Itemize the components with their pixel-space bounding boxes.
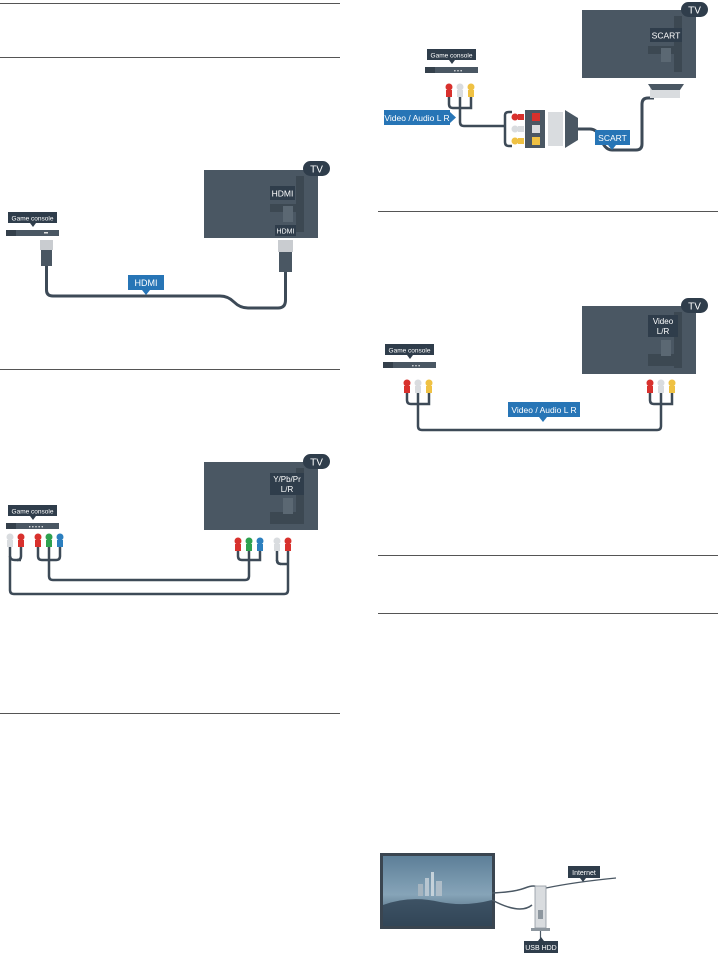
svg-text:• • • • •: • • • • • — [29, 525, 44, 531]
divider-right-3 — [378, 613, 718, 614]
cable-label-left — [384, 110, 450, 125]
divider-right-1 — [378, 211, 718, 212]
svg-text:L/R: L/R — [281, 485, 294, 494]
game-console — [425, 67, 478, 73]
tv-port-label — [648, 315, 678, 337]
svg-text:TV: TV — [310, 458, 323, 469]
internet-label — [568, 866, 600, 878]
svg-text:Video / Audio L R: Video / Audio L R — [384, 113, 449, 123]
svg-text:• • •: • • • — [412, 364, 420, 370]
svg-text:SCART: SCART — [598, 133, 627, 143]
divider-right-2 — [378, 555, 718, 556]
tv-port-label — [650, 28, 682, 42]
tv-badge — [681, 298, 708, 313]
svg-text:HDMI: HDMI — [135, 278, 158, 288]
device-label — [8, 212, 57, 223]
device-label — [427, 49, 476, 60]
plug-label — [275, 225, 296, 236]
svg-text:Game console: Game console — [12, 216, 54, 223]
divider-left-2 — [0, 57, 340, 58]
game-console — [6, 230, 59, 236]
divider-left-4 — [0, 713, 340, 714]
cable-label — [508, 402, 580, 417]
svg-text:Y/Pb/Pr: Y/Pb/Pr — [273, 475, 301, 484]
tv-badge — [303, 161, 330, 176]
cable-label — [128, 275, 164, 290]
game-console — [383, 362, 436, 368]
tv-badge — [303, 454, 330, 469]
svg-text:• • •: • • • — [454, 69, 462, 75]
device-label — [8, 505, 57, 516]
divider-left-1 — [0, 3, 340, 4]
svg-text:Internet: Internet — [572, 870, 596, 877]
tv-port-label — [270, 186, 295, 200]
usb-hdd-device — [534, 885, 547, 929]
svg-text:USB HDD: USB HDD — [525, 945, 557, 952]
svg-text:HDMI: HDMI — [272, 189, 294, 199]
svg-text:Game console: Game console — [431, 53, 473, 60]
svg-text:Video / Audio L R: Video / Audio L R — [511, 405, 576, 415]
svg-text:TV: TV — [688, 302, 701, 313]
cable-label-right — [595, 130, 630, 145]
svg-text:SCART: SCART — [652, 31, 681, 41]
device-label — [385, 344, 434, 355]
svg-text:TV: TV — [688, 6, 701, 17]
svg-text:HDMI: HDMI — [277, 229, 295, 236]
usb-hdd-label — [524, 941, 558, 953]
svg-text:L/R: L/R — [657, 327, 670, 336]
tv-badge-text: TV — [310, 165, 323, 176]
svg-text:Game console: Game console — [389, 348, 431, 355]
tv-badge — [681, 2, 708, 17]
game-console — [6, 523, 59, 529]
svg-text:Video: Video — [653, 317, 674, 326]
divider-left-3 — [0, 369, 340, 370]
svg-text:Game console: Game console — [12, 509, 54, 516]
tv-port-label — [270, 473, 304, 495]
